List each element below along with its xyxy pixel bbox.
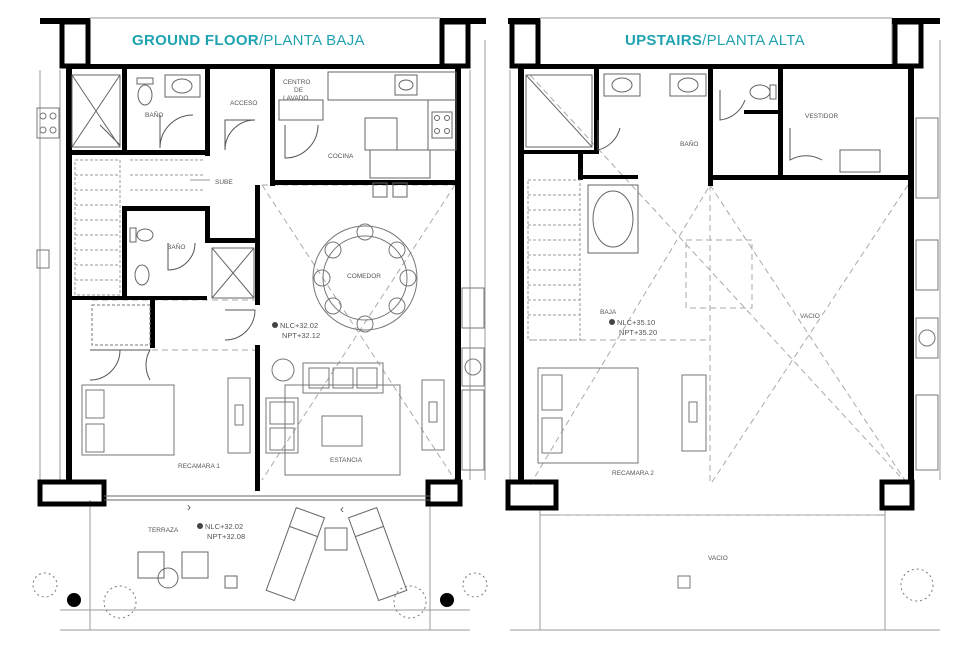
- label-vacio-main: VACIO: [800, 313, 820, 320]
- label-bano-2: BAÑO: [167, 242, 185, 251]
- ground-room-labels: ACCESO BAÑO CENTRO DE LAVADO COCINA SUBE…: [145, 79, 381, 534]
- ground-terrace-npt: NPT+32.08: [207, 532, 245, 541]
- ground-level-markers: NLC+32.02 NPT+32.12 NLC+32.02 NPT+32.08: [197, 321, 320, 541]
- upstairs-title-es: PLANTA ALTA: [706, 32, 805, 49]
- ground-dining-set: [312, 223, 418, 333]
- upstairs-bedroom-2: [537, 367, 707, 464]
- ground-living-room: [227, 358, 445, 476]
- label-centro-lavado-line1: CENTRO: [283, 79, 310, 86]
- label-terraza: TERRAZA: [148, 527, 179, 534]
- ground-terrace-level-symbol: [197, 523, 203, 529]
- ground-bedroom-1: [81, 304, 175, 456]
- ground-surroundings: [39, 17, 486, 631]
- label-bano-upstairs: BAÑO: [680, 139, 698, 148]
- upstairs-level-symbol: [609, 319, 615, 325]
- ground-terrace-furniture: [137, 506, 408, 602]
- ground-kitchen: [278, 71, 457, 198]
- ground-interior-npt: NPT+32.12: [282, 331, 320, 340]
- ground-floor-plan: › ‹ ACCESO BAÑO CENTRO DE LAVADO COCINA …: [32, 17, 488, 631]
- label-recamara-2: RECAMARA 2: [612, 470, 654, 477]
- upstairs-title: UPSTAIRS/PLANTA ALTA: [625, 32, 805, 49]
- label-cocina: COCINA: [328, 153, 354, 160]
- upstairs-surroundings: [509, 17, 941, 631]
- upstairs-stairs: [527, 179, 581, 341]
- label-recamara-1: RECAMARA 1: [178, 463, 220, 470]
- ground-floor-title: GROUND FLOOR/PLANTA BAJA: [132, 32, 365, 49]
- ground-floor-title-en: GROUND FLOOR: [132, 32, 259, 49]
- ground-stairs: [74, 159, 210, 296]
- upstairs-nlc: NLC+35.10: [617, 318, 655, 327]
- label-vestidor: VESTIDOR: [805, 113, 839, 120]
- upstairs-npt: NPT+35.20: [619, 328, 657, 337]
- ground-right-windows: [461, 287, 485, 471]
- label-centro-lavado-line2: DE: [294, 87, 304, 94]
- ground-left-stove: [36, 107, 60, 139]
- ground-terrace-rail: [104, 495, 430, 501]
- label-comedor: COMEDOR: [347, 273, 381, 280]
- ground-floor-title-es: PLANTA BAJA: [263, 32, 365, 49]
- label-bano-1: BAÑO: [145, 110, 163, 119]
- ground-terrace-plants: [32, 572, 488, 619]
- label-sube: SUBE: [215, 179, 233, 186]
- upstairs-plan: VESTIDOR BAÑO BAJA VACIO RECAMARA 2 VACI…: [505, 17, 941, 631]
- upstairs-doors: [597, 90, 823, 161]
- ground-left-fixture: [36, 249, 50, 269]
- upstairs-walls: [505, 18, 940, 511]
- upstairs-title-en: UPSTAIRS: [625, 32, 703, 49]
- upstairs-room-labels: VESTIDOR BAÑO BAJA VACIO RECAMARA 2 VACI…: [600, 113, 839, 562]
- ground-interior-nlc: NLC+32.02: [280, 321, 318, 330]
- label-vacio-terrace: VACIO: [708, 555, 728, 562]
- ground-level-symbol: [272, 322, 278, 328]
- upstairs-level-markers: NLC+35.10 NPT+35.20: [609, 318, 657, 337]
- upstairs-terrace-decor: [677, 568, 934, 602]
- label-acceso: ACCESO: [230, 100, 257, 107]
- ground-arrow-right: ‹: [340, 502, 344, 516]
- label-centro-lavado-line3: LAVADO: [283, 95, 308, 102]
- label-baja: BAJA: [600, 309, 617, 316]
- upstairs-right-units: [915, 117, 939, 471]
- upstairs-dashed-lines: [529, 74, 909, 516]
- ground-terrace-post-left: [67, 593, 81, 607]
- ground-terrace-nlc: NLC+32.02: [205, 522, 243, 531]
- label-estancia: ESTANCIA: [330, 457, 363, 464]
- upstairs-bath-fixtures: [525, 73, 881, 254]
- ground-arrow-left: ›: [187, 500, 191, 514]
- ground-doors: [89, 114, 319, 381]
- ground-bath-fixtures: [71, 74, 255, 299]
- ground-terrace-post-right: [440, 593, 454, 607]
- upstairs-title-separator: /: [702, 32, 707, 49]
- ground-walls: [37, 18, 486, 507]
- ground-floor-title-separator: /: [258, 32, 264, 49]
